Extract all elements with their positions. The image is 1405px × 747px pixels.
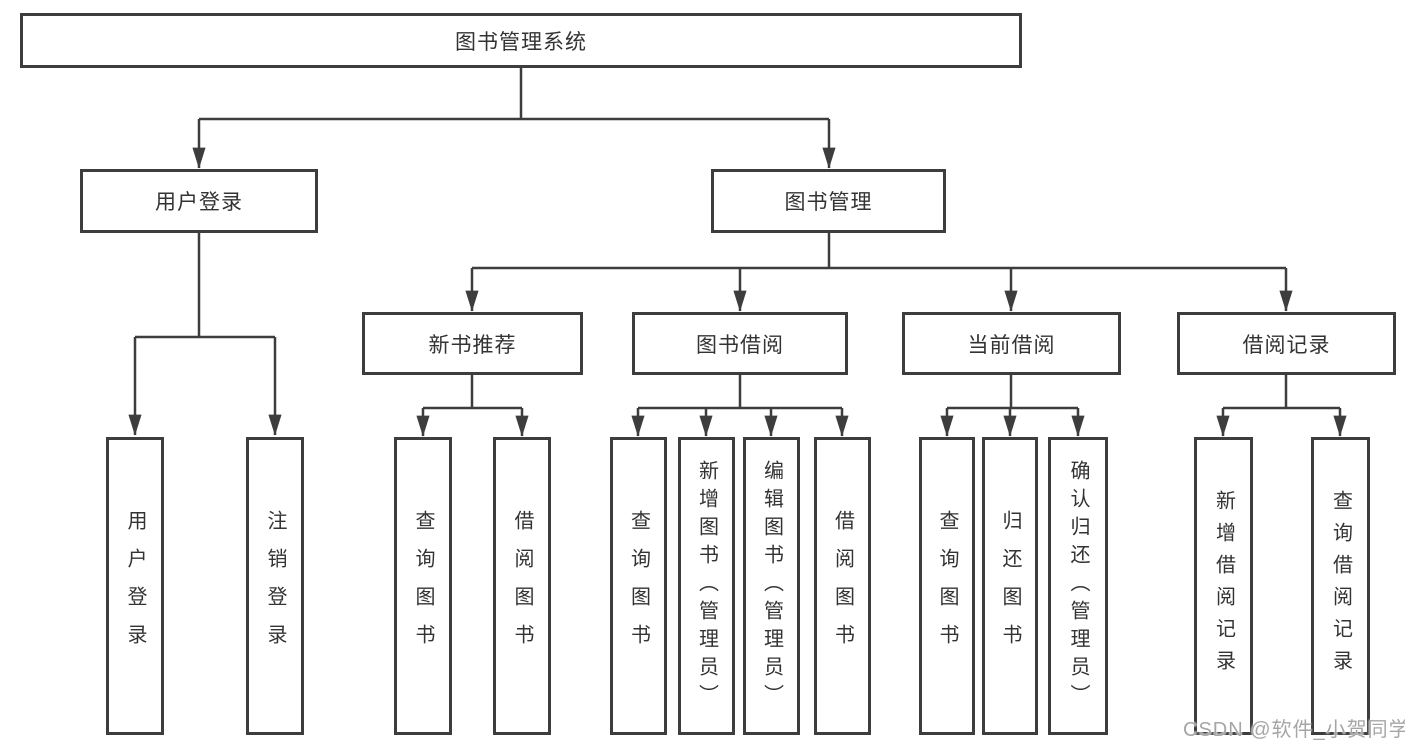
connector-trunks	[135, 68, 1340, 410]
leaf-bb-borrow-books: 借阅图书	[814, 437, 871, 735]
leaf-bb-query-books: 查询图书	[610, 437, 667, 735]
node-book-management: 图书管理	[711, 169, 946, 233]
leaf-cb-confirm-return-admin: 确认归还（管理员）	[1048, 437, 1108, 735]
leaf-br-add-record: 新增借阅记录	[1194, 437, 1253, 735]
leaf-bb-edit-books-admin: 编辑图书（管理员）	[743, 437, 800, 735]
leaf-bb-add-books-admin: 新增图书（管理员）	[678, 437, 735, 735]
csdn-watermark: CSDN @软件_小贺同学	[1183, 719, 1405, 741]
node-new-book-recommend: 新书推荐	[362, 312, 583, 375]
node-book-borrow: 图书借阅	[632, 312, 848, 375]
node-current-borrow: 当前借阅	[902, 312, 1121, 375]
leaf-cb-return-books: 归还图书	[982, 437, 1038, 735]
leaf-user-login: 用户登录	[106, 437, 164, 735]
leaf-nb-query-books: 查询图书	[394, 437, 452, 735]
leaf-nb-borrow-books: 借阅图书	[493, 437, 551, 735]
node-root-system: 图书管理系统	[20, 13, 1022, 68]
node-user-login: 用户登录	[80, 169, 318, 233]
leaf-logout-login: 注销登录	[246, 437, 304, 735]
leaf-cb-query-books: 查询图书	[919, 437, 975, 735]
node-borrow-records: 借阅记录	[1177, 312, 1396, 375]
leaf-br-query-record: 查询借阅记录	[1311, 437, 1370, 735]
